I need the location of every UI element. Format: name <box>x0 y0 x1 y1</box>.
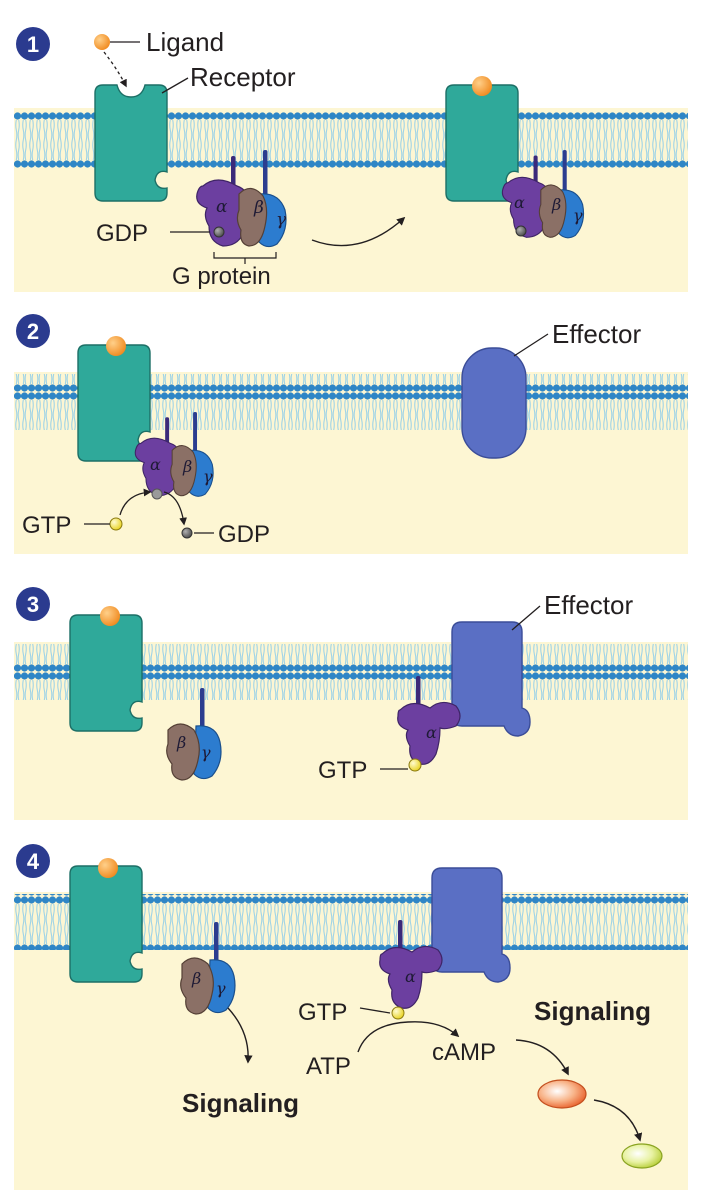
signaling-label-left: Signaling <box>182 1088 299 1118</box>
gtp-label: GTP <box>318 757 367 784</box>
svg-text:β: β <box>551 195 561 214</box>
gdp-label: GDP <box>96 220 148 247</box>
svg-text:α: α <box>514 193 525 212</box>
ligand-bound-icon <box>100 606 120 626</box>
svg-text:β: β <box>191 969 201 988</box>
g-protein-coupled-icon: α β γ <box>501 149 585 239</box>
receptor-bound-icon <box>69 865 143 983</box>
g-protein-label: G protein <box>172 263 271 290</box>
gtp-icon <box>408 758 422 772</box>
camp-label: cAMP <box>432 1039 496 1066</box>
gdp-icon <box>515 225 527 237</box>
panel-2: 2 α β γ GTP GDP Effector <box>14 314 688 554</box>
step-badge <box>16 314 50 348</box>
downstream-target-icon <box>621 1143 663 1169</box>
ligand-bound-icon <box>106 336 126 356</box>
svg-text:α: α <box>426 723 437 742</box>
receptor-label: Receptor <box>190 62 296 92</box>
downstream-effector-icon <box>537 1079 587 1109</box>
panel-3: 3 β γ Effector α GTP <box>14 587 688 820</box>
svg-text:γ: γ <box>216 979 226 998</box>
signaling-label-right: Signaling <box>534 996 651 1026</box>
gtp-label: GTP <box>22 512 71 539</box>
beta-gamma-icon: β γ <box>180 921 236 1015</box>
gtp-icon <box>109 517 123 531</box>
effector-icon <box>431 867 511 983</box>
step-badge <box>16 587 50 621</box>
beta-gamma-icon: β γ <box>166 687 222 781</box>
alpha-subunit: α <box>216 197 228 217</box>
gtp-icon <box>391 1006 405 1020</box>
effector-icon <box>461 347 527 459</box>
gamma-subunit: γ <box>276 210 287 230</box>
atp-label: ATP <box>306 1053 351 1080</box>
step-badge <box>16 27 50 61</box>
gdp-slot <box>151 488 163 500</box>
gdp-icon <box>213 226 225 238</box>
step-number: 3 <box>27 592 39 617</box>
step-badge <box>16 844 50 878</box>
effector-label: Effector <box>552 319 641 349</box>
alpha-subunit-icon: α <box>397 675 461 765</box>
step-number: 4 <box>27 849 40 874</box>
ligand-bound-icon <box>98 858 118 878</box>
gtp-label: GTP <box>298 999 347 1026</box>
g-protein-icon: α β γ <box>196 149 287 248</box>
ligand-label: Ligand <box>146 27 224 57</box>
svg-text:β: β <box>182 457 192 476</box>
svg-text:β: β <box>176 733 186 752</box>
svg-text:α: α <box>150 455 161 474</box>
g-protein-icon: α β γ <box>134 411 214 497</box>
step-number: 1 <box>27 32 39 57</box>
svg-text:γ: γ <box>203 467 213 486</box>
effector-icon <box>451 621 531 737</box>
ligand-icon <box>94 34 110 50</box>
receptor-icon <box>94 84 168 202</box>
svg-text:γ: γ <box>201 743 211 762</box>
svg-text:α: α <box>405 967 416 986</box>
effector-label: Effector <box>544 590 633 620</box>
receptor-bound-icon <box>69 614 143 732</box>
gdp-label: GDP <box>218 521 270 548</box>
svg-text:γ: γ <box>573 206 583 225</box>
panel-1: 1 Ligand Receptor α β γ GDP G protein <box>14 27 688 292</box>
step-number: 2 <box>27 319 39 344</box>
ligand-bound-icon <box>472 76 492 96</box>
gdp-icon <box>181 527 193 539</box>
panel-4: 4 β γ Signaling α GTP ATP cAMP Signaling <box>14 844 688 1190</box>
transition-arrow <box>311 216 406 247</box>
beta-subunit: β <box>253 198 264 218</box>
alpha-subunit-icon: α <box>379 919 443 1009</box>
